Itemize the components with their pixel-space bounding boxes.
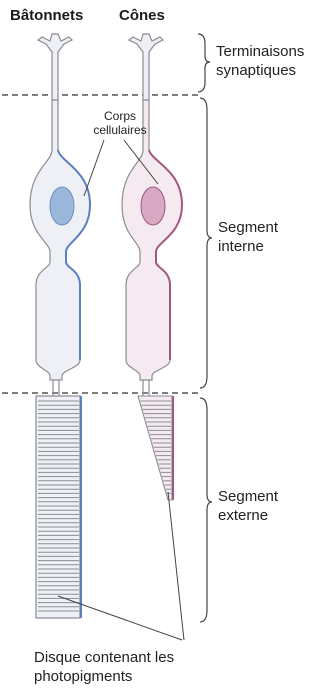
label-cell-bodies-line1: Corps: [92, 110, 148, 123]
label-disc-line2: photopigments: [34, 669, 132, 686]
label-cell-bodies-line2: cellulaires: [88, 124, 152, 137]
bracket-outer: [200, 398, 212, 622]
rod-nucleus: [50, 187, 74, 225]
cone-inner-segment: [122, 100, 182, 380]
label-inner-line1: Segment: [218, 220, 278, 237]
label-synaptic-line2: synaptiques: [216, 63, 296, 80]
cone-nucleus: [141, 187, 165, 225]
cone-outer-segment: [138, 396, 172, 500]
cone-synaptic-terminal: [129, 34, 163, 100]
rod-synaptic-terminal: [38, 34, 72, 100]
label-outer-line1: Segment: [218, 489, 278, 506]
rods-header: Bâtonnets: [10, 8, 83, 25]
rod-outer-segment: [36, 396, 80, 618]
label-synaptic-line1: Terminaisons: [216, 44, 304, 61]
bracket-synaptic: [198, 34, 210, 92]
cones-header: Cônes: [119, 8, 165, 25]
label-disc-line1: Disque contenant les: [34, 650, 174, 667]
bracket-inner: [200, 98, 212, 388]
rod-cell: [30, 34, 90, 618]
cone-cell: [122, 34, 182, 500]
label-inner-line2: interne: [218, 239, 264, 256]
label-outer-line2: externe: [218, 508, 268, 525]
